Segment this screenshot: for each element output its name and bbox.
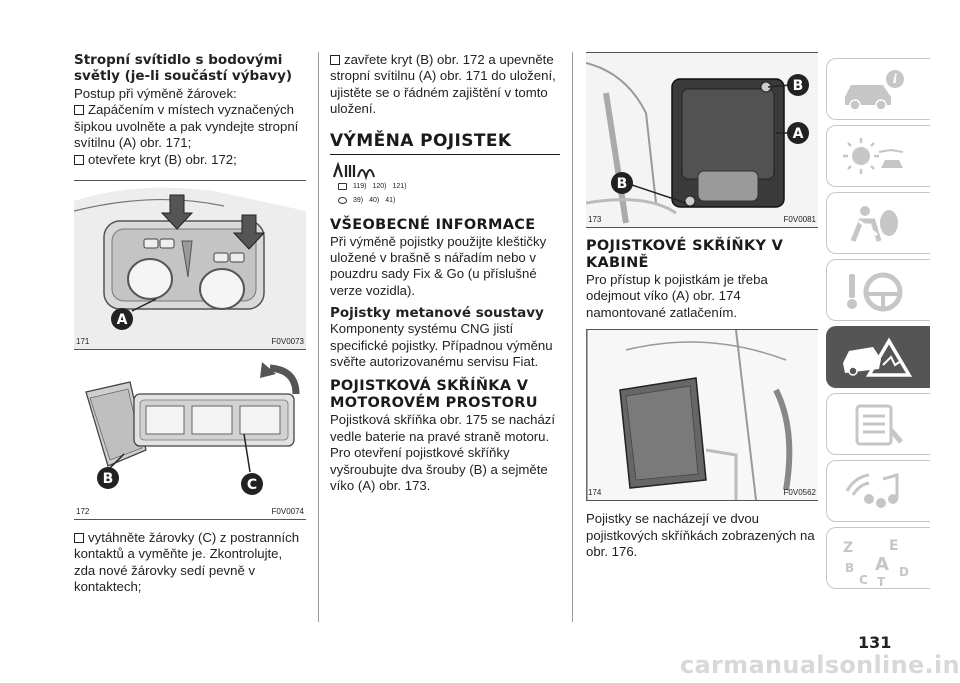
- section-heading-engine-fuse-box: POJISTKOVÁ SKŘÍŇKA V MOTOROVÉM PROSTORU: [330, 378, 538, 412]
- callout-a-marker: [111, 308, 133, 331]
- section-heading-ceiling-light: Stropní svítidlo s bodovými světly (je-l…: [74, 52, 293, 84]
- cabin-fuse-cover-illustration: [586, 330, 818, 501]
- checkbox-icon: [74, 533, 84, 544]
- refs-row-1: 119) 120) 121): [338, 182, 407, 190]
- checkbox-icon: [330, 55, 340, 65]
- refs-row-2: 39) 40) 41): [338, 196, 395, 204]
- steering-wheel-key-icon: [847, 272, 903, 312]
- engine-fuse-box-illustration: B A B: [586, 53, 818, 227]
- car-info-icon: i: [845, 70, 904, 111]
- callout-c-label: C: [247, 477, 257, 493]
- section-heading-cabin-fuse-boxes: POJISTKOVÉ SKŘÍŇKY V KABINĚ: [586, 238, 784, 271]
- watermark: carmanualsonline.info: [680, 651, 960, 679]
- column-2: zavřete kryt (B) obr. 172 a upevněte str…: [330, 52, 560, 495]
- figure-number: 172: [76, 507, 90, 517]
- bullet-step-4: zavřete kryt (B) obr. 172 a upevněte str…: [330, 52, 556, 117]
- svg-text:E: E: [889, 538, 899, 554]
- cabin-fuse-text-2: Pojistky se nacházejí ve dvou pojistkový…: [586, 511, 815, 560]
- figure-174: 174 F0V0562: [586, 329, 818, 502]
- ceiling-light-illustration: A: [74, 187, 306, 350]
- callout-b-top-marker: [787, 74, 809, 96]
- multimedia-icon: [845, 473, 899, 508]
- column-divider-2: [572, 52, 573, 622]
- figure-number: 174: [588, 488, 602, 498]
- intro-text: Postup při výměně žárovek:: [74, 86, 237, 101]
- section-heading-general-info: VŠEOBECNÉ INFORMACE: [330, 216, 536, 233]
- figure-173: B A B 173 F0V0081: [586, 52, 818, 228]
- figure-172: B C 172 F0V0074: [74, 350, 306, 521]
- book-ref-icon: [338, 182, 347, 190]
- column-1: Stropní svítidlo s bodovými světly (je-l…: [74, 52, 306, 596]
- tab-starting-driving[interactable]: [826, 259, 930, 321]
- tab-instrument-panel[interactable]: [826, 125, 930, 187]
- bullet-step-3: vytáhněte žárovky (C) z postranních kont…: [74, 530, 300, 595]
- light-cover-illustration: B C: [85, 362, 300, 496]
- general-info-text: Při výměně pojistky použijte kleštičky u…: [330, 233, 547, 298]
- emergency-warning-icon: [843, 337, 913, 377]
- checkbox-icon: [74, 154, 84, 165]
- svg-text:T: T: [877, 575, 886, 588]
- svg-text:A: A: [875, 554, 889, 575]
- callout-a-label: A: [117, 312, 128, 328]
- chapter-tabs: i: [826, 58, 930, 594]
- figure-number: 171: [76, 337, 90, 347]
- tab-multimedia[interactable]: [826, 460, 930, 522]
- svg-text:i: i: [893, 72, 898, 86]
- section-heading-fuse-replacement: VÝMĚNA POJISTEK: [330, 132, 560, 155]
- column-divider-1: [318, 52, 319, 622]
- callout-b-top-label: B: [793, 78, 804, 94]
- callout-a-marker: [787, 122, 809, 144]
- svg-text:Z: Z: [843, 540, 853, 556]
- dashboard-lights-icon: [843, 138, 904, 174]
- tab-in-an-emergency[interactable]: [826, 326, 930, 388]
- section-heading-methane-fuses: Pojistky metanové soustavy: [330, 305, 544, 322]
- index-letters-icon: Z E B A C D T: [843, 538, 909, 588]
- figure-number: 173: [588, 215, 602, 224]
- engine-fuse-box-text: Pojistková skříňka obr. 175 se nachází v…: [330, 412, 556, 494]
- callout-a-label: A: [793, 126, 804, 142]
- checkbox-icon: [74, 105, 84, 116]
- svg-text:C: C: [859, 573, 868, 587]
- callout-b-bottom-label: B: [617, 176, 628, 192]
- callout-b-bottom-marker: [611, 172, 633, 194]
- column-3: B A B 173 F0V0081 POJISTKOVÉ SKŘÍŇKY V K…: [586, 52, 818, 560]
- callout-b-label: B: [103, 471, 114, 487]
- bullet-step-1: Zapáčením v místech vyznačených šipkou u…: [74, 102, 299, 151]
- methane-fuses-text: Komponenty systému CNG jistí specifické …: [330, 321, 553, 370]
- figure-171: A 171 F0V0073: [74, 180, 306, 351]
- figure-code: F0V0081: [783, 215, 816, 224]
- warning-symbol-block: 119) 120) 121) 39) 40) 41): [330, 161, 560, 209]
- page-number: 131: [858, 633, 892, 652]
- cabin-fuse-text: Pro přístup k pojistkám je třeba odejmou…: [586, 272, 768, 320]
- figure-code: F0V0562: [783, 488, 816, 498]
- read-warning-icon: [332, 161, 375, 181]
- tab-knowing-your-car[interactable]: i: [826, 58, 930, 120]
- tab-index[interactable]: Z E B A C D T: [826, 527, 930, 589]
- safety-airbag-icon: [850, 206, 898, 242]
- tab-safety[interactable]: [826, 192, 930, 254]
- bullet-step-2: otevřete kryt (B) obr. 172;: [74, 152, 306, 168]
- figure-code: F0V0074: [271, 507, 304, 517]
- callout-b-marker: [97, 467, 119, 490]
- maintenance-list-icon: [855, 404, 903, 446]
- figure-code: F0V0073: [271, 337, 304, 347]
- book-ref-icon: [338, 196, 347, 204]
- svg-text:D: D: [899, 565, 909, 579]
- tab-servicing-care[interactable]: [826, 393, 930, 455]
- svg-text:B: B: [845, 561, 854, 575]
- callout-c-marker: [241, 473, 263, 496]
